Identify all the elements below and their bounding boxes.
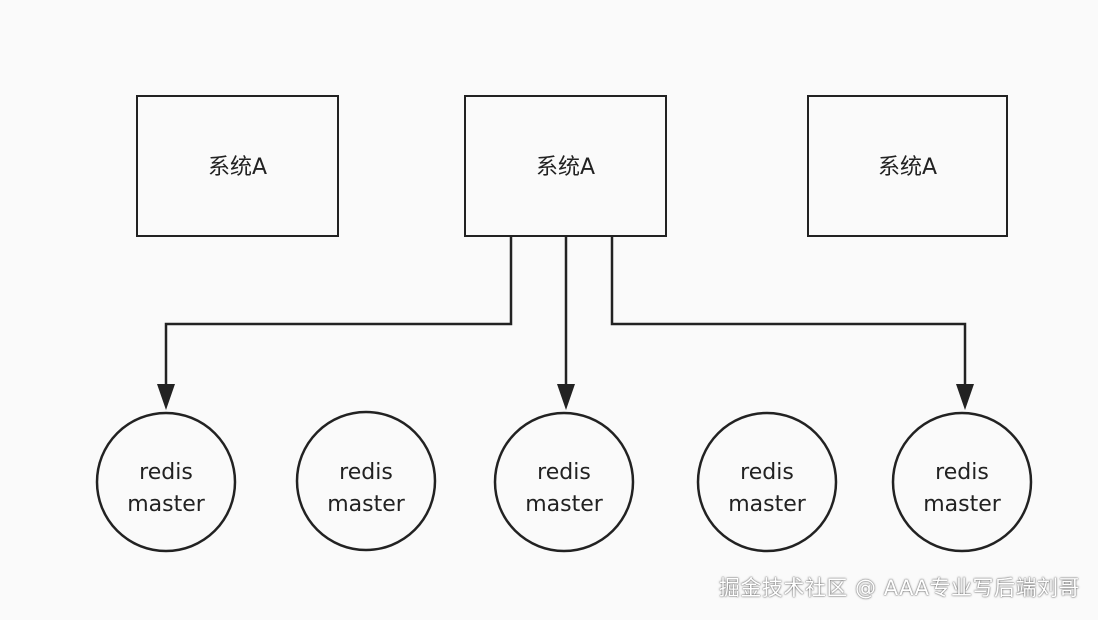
redis-node-line2: master: [923, 492, 1002, 517]
watermark: 掘金技术社区 @ AAA专业写后端刘哥: [718, 576, 1080, 600]
redis-node-line2: master: [127, 492, 206, 517]
system-label: 系统A: [208, 155, 267, 180]
arrowhead-icon: [157, 384, 175, 410]
redis-node-line2: master: [327, 492, 406, 517]
redis-node-line1: redis: [139, 460, 193, 485]
system-box-3: 系统A: [807, 95, 1008, 237]
redis-node-line1: redis: [339, 460, 393, 485]
redis-node-5: redis master: [891, 411, 1033, 553]
redis-node-line2: master: [728, 492, 807, 517]
redis-node-line1: redis: [740, 460, 794, 485]
redis-node-line1: redis: [537, 460, 591, 485]
connector-right: [610, 236, 974, 410]
system-box-2: 系统A: [464, 95, 667, 237]
redis-node-1: redis master: [95, 411, 237, 553]
connector-left: [157, 236, 513, 410]
connector-center: [557, 236, 575, 410]
system-label: 系统A: [878, 155, 937, 180]
system-label: 系统A: [536, 155, 595, 180]
arrowhead-icon: [557, 384, 575, 410]
arrowhead-icon: [956, 384, 974, 410]
system-box-1: 系统A: [136, 95, 339, 237]
redis-node-2: redis master: [295, 410, 437, 552]
redis-node-4: redis master: [696, 411, 838, 553]
redis-node-3: redis master: [493, 411, 635, 553]
redis-node-line2: master: [525, 492, 604, 517]
redis-node-line1: redis: [935, 460, 989, 485]
